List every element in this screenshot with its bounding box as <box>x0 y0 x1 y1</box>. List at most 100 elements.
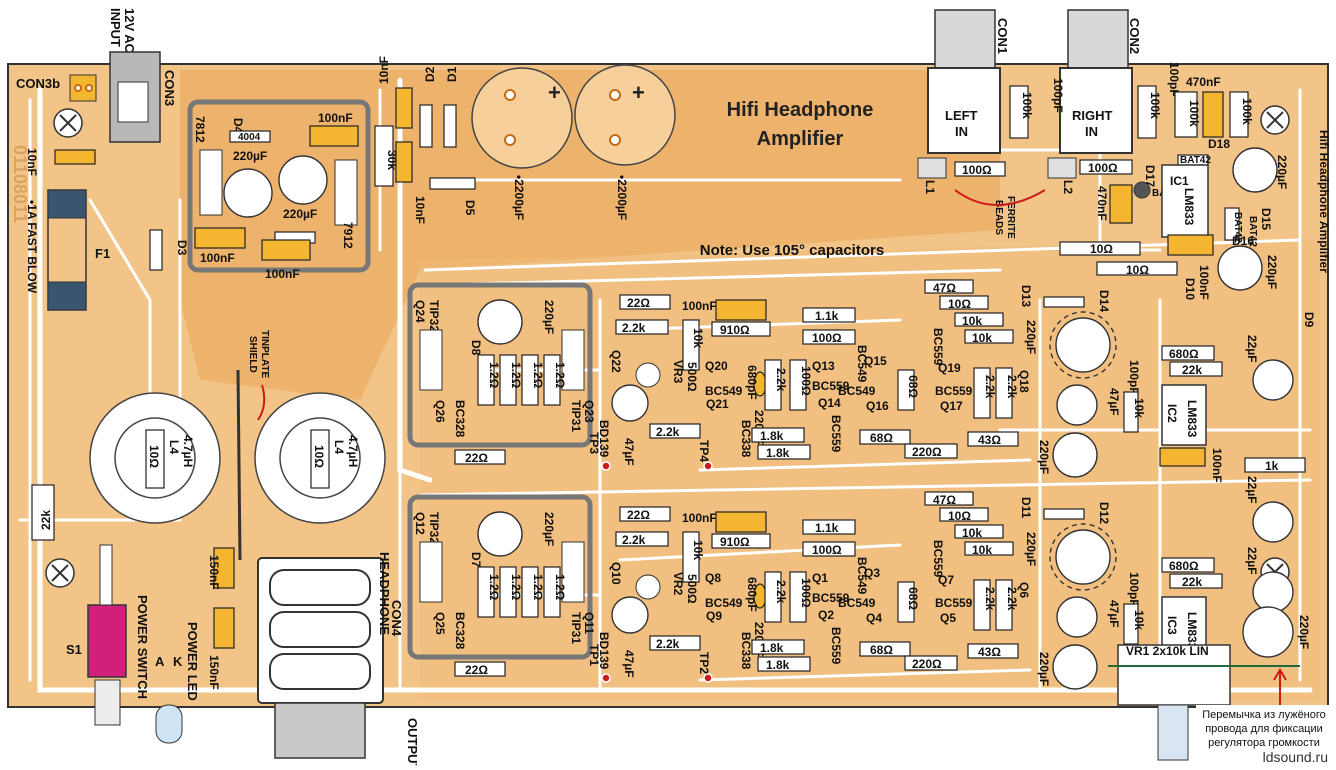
c-10nf-top-label: 10nF <box>377 56 391 84</box>
c-150nf-2-label: 150nF <box>207 655 221 690</box>
headphone-label-1: HEADPHONE <box>377 552 392 635</box>
c-220uf-ic1 <box>1232 147 1278 193</box>
test-point-a[interactable] <box>601 673 611 683</box>
d10-label: D10 <box>1183 278 1197 300</box>
board-title-line1: Hifi Headphone <box>727 99 874 121</box>
r-100k-1 <box>1009 85 1029 139</box>
c-22uf-b <box>1252 501 1294 543</box>
r-680-label: 680Ω <box>1169 559 1199 573</box>
r-10k-b <box>964 329 1014 344</box>
power-led <box>155 704 183 744</box>
ic1-lm833 <box>1161 164 1209 238</box>
test-point-a[interactable] <box>601 461 611 471</box>
r-680 <box>1161 345 1215 361</box>
c-100n-1-label: 100nF <box>200 251 235 265</box>
r-910 <box>711 533 771 549</box>
q-out-n-label: Q12 <box>413 512 427 535</box>
r-1-8k-1-label: 1.8k <box>760 641 784 655</box>
c-220uf-out <box>477 511 523 557</box>
tp-a-label: TP3 <box>587 432 601 454</box>
bc559b-label: BC559 <box>829 415 843 453</box>
c-100nf-ic1-label: 100nF <box>1197 265 1211 300</box>
bc559b-label: BC559 <box>829 627 843 665</box>
r-10k-a-label: 10k <box>962 526 982 540</box>
tip31-label: TIP31 <box>569 400 583 432</box>
r-100-1 <box>954 161 1006 177</box>
trimpot[interactable] <box>635 362 661 388</box>
c-220uf-out <box>477 299 523 345</box>
r-68-b <box>859 429 911 445</box>
r-2-2k-q2-label: 2.2k <box>1005 587 1019 611</box>
r-910-label: 910Ω <box>720 535 750 549</box>
r-10-1 <box>1059 241 1141 256</box>
vr1-potentiometer[interactable] <box>1117 644 1231 706</box>
con3-label: CON3 <box>162 70 177 106</box>
d2-label: D2 <box>423 66 437 82</box>
tip31-transistor <box>561 329 585 391</box>
c-220uf-c-label: 220µF <box>1037 652 1051 686</box>
board-side-mirror-text: Hifi Headphone Amplifier <box>1317 130 1331 273</box>
shield-label-1: TINPLATE <box>259 330 270 378</box>
annotation-ru-1: Перемычка из лужёного <box>1202 709 1326 721</box>
left-label-1: LEFT <box>945 108 978 123</box>
q-out-p-label: Q23 <box>582 400 596 423</box>
r-2-2k-c <box>764 359 782 411</box>
right-label-2: IN <box>1085 124 1098 139</box>
r-1-2ohm <box>499 354 517 406</box>
r-910 <box>711 321 771 337</box>
c-100pf-2-label: 100pF <box>1167 62 1181 97</box>
q-pair1-label: Q8 <box>705 571 721 585</box>
vr-label: VR3 <box>671 360 685 384</box>
ic-part-label: LM833 <box>1185 612 1199 650</box>
c-10nf-side <box>54 149 96 165</box>
trimpot[interactable] <box>635 574 661 600</box>
q-pair1-label: Q20 <box>705 359 728 373</box>
r-2-2k-q-label: 2.2k <box>983 375 997 399</box>
r-1-2ohm-label: 1.2Ω <box>553 362 567 389</box>
vr-value-label: 500Ω <box>685 574 699 604</box>
annotation-ru-3: регулятора громкости <box>1208 737 1320 749</box>
c-10nf-bot <box>395 141 413 183</box>
r-68-label: 68Ω <box>906 375 920 398</box>
bc559d-label: BC559 <box>935 384 973 398</box>
c-220uf-c <box>1052 432 1098 478</box>
q-pair2-label: Q9 <box>706 609 722 623</box>
c-150nf-2 <box>213 607 235 649</box>
bc559d-label: BC559 <box>935 596 973 610</box>
rca-jack-con1 <box>934 9 996 71</box>
r-1-1k-label: 1.1k <box>815 521 839 535</box>
tip32-transistor <box>419 541 443 603</box>
output-stage-outline <box>407 282 593 448</box>
d-bias-label: D8 <box>469 340 483 356</box>
c-22uf-b-label: 22µF <box>1245 476 1259 504</box>
r-100-1-label: 100Ω <box>962 163 992 177</box>
r-30k <box>374 125 394 187</box>
r-10-2 <box>1096 261 1178 276</box>
r-100 <box>802 541 856 557</box>
d14-label: D12 <box>1097 502 1111 524</box>
c-100n-2 <box>309 125 359 147</box>
power-switch-s1[interactable] <box>87 604 127 678</box>
q-bias-label: Q25 <box>433 612 447 635</box>
d5-diode <box>429 177 476 190</box>
r-1-8k-2-label: 1.8k <box>766 446 790 460</box>
test-point-b[interactable] <box>703 461 713 471</box>
c-47uf-b <box>1056 596 1098 638</box>
c-10nf-side-label: 10nF <box>25 148 39 176</box>
r-10k-b-label: 10k <box>972 543 992 557</box>
r-100-b-label: 100Ω <box>799 578 813 608</box>
r-68-b <box>859 641 911 657</box>
r-220 <box>904 655 958 671</box>
volume-section: VR1 2x10k LIN 220µF Перемычка из лужёног… <box>1108 606 1332 765</box>
mirror-code: 01108011 <box>10 145 30 223</box>
r-22k-side-label: 22k <box>39 510 53 530</box>
test-point-b[interactable] <box>703 673 713 683</box>
d18-label: D18 <box>1208 137 1230 151</box>
q-pair2-label: Q21 <box>706 397 729 411</box>
r-22k-side <box>31 484 55 541</box>
r-1-2ohm <box>543 354 561 406</box>
r-2-2k-c-label: 2.2k <box>774 580 788 604</box>
c-100nf-ic1 <box>1167 234 1214 256</box>
c-100n-3-label: 100nF <box>265 267 300 281</box>
